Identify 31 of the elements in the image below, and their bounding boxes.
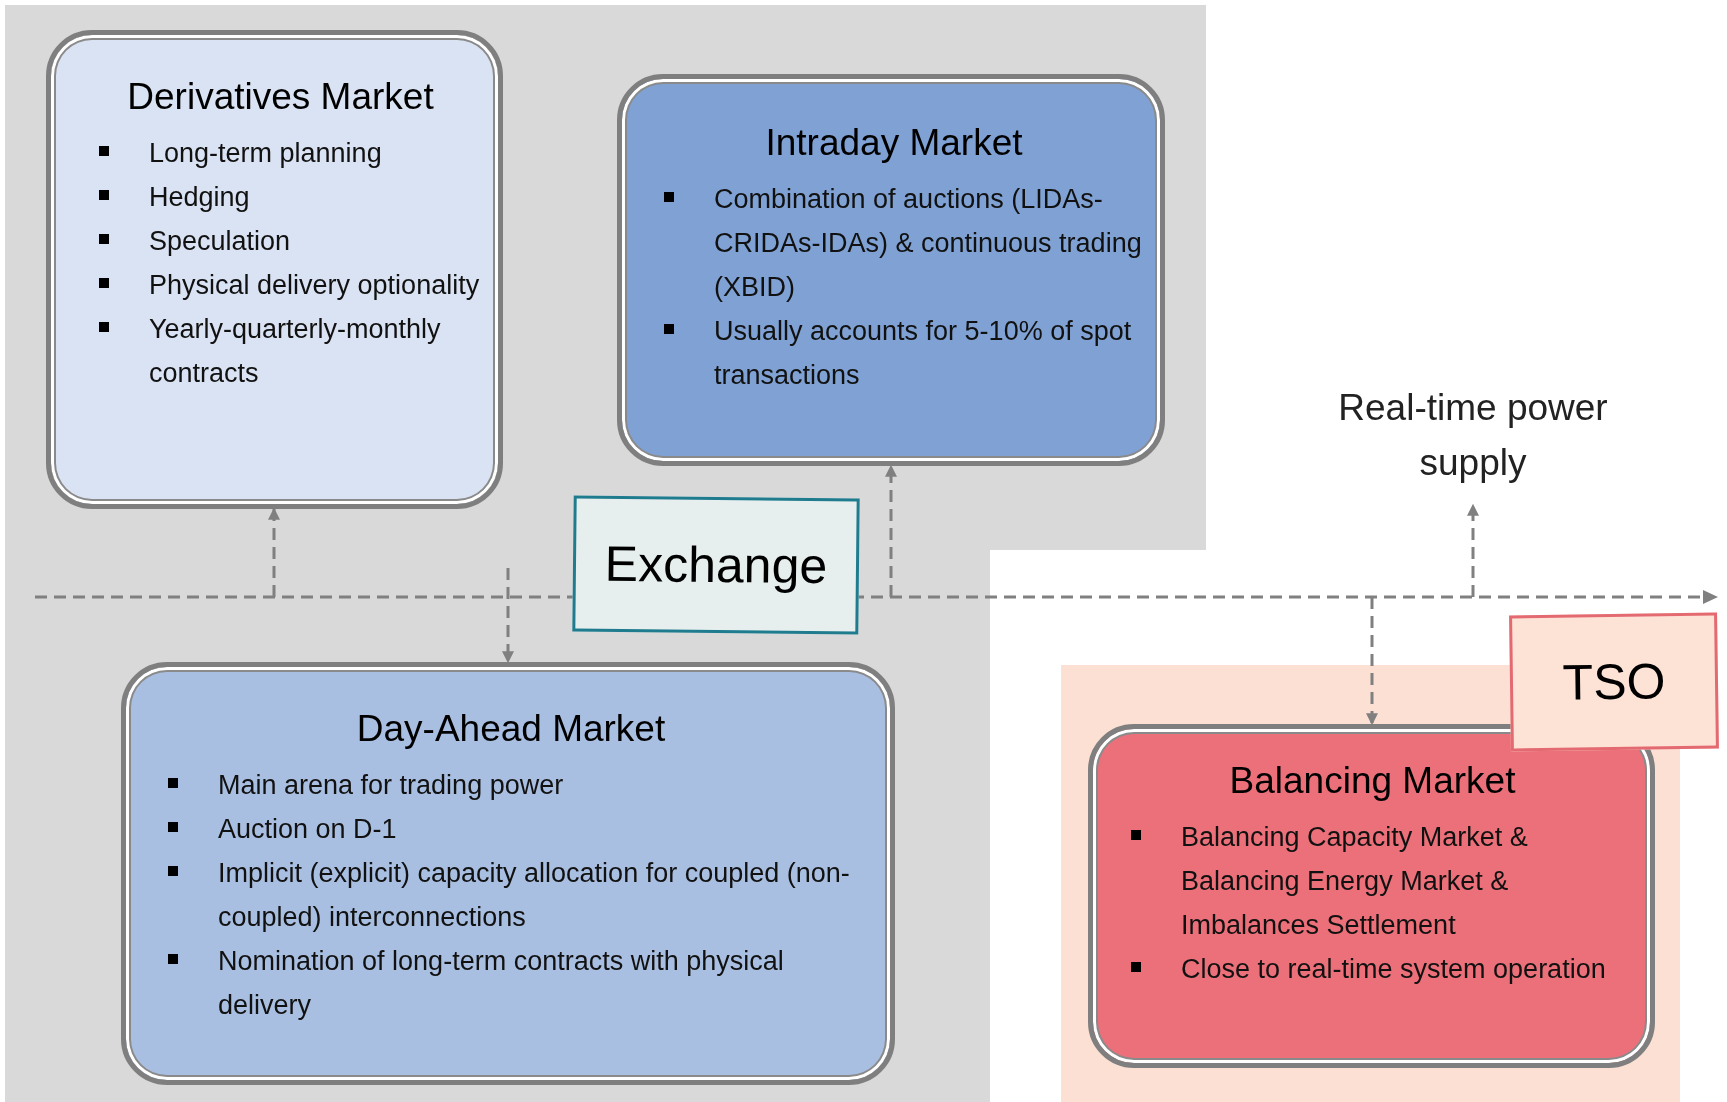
bullet-text: Auction on D-1 [218, 813, 397, 846]
dashed-arrow [502, 568, 514, 664]
market-title: Derivatives Market [126, 75, 435, 119]
bullet-text: Main arena for trading power [218, 769, 564, 802]
dashed-arrow [268, 507, 280, 597]
market-box [1088, 724, 1655, 1068]
bullet-text: Close to real-time system operation [1181, 953, 1606, 986]
market-title: Balancing Market [1228, 759, 1517, 803]
bullet-text: Balancing Capacity Market & Balancing Energy Market & Imbalances Settlement [1181, 821, 1529, 942]
bullet-text: Yearly-quarterly-monthly contracts [149, 313, 442, 390]
dashed-arrow [885, 464, 897, 597]
dashed-arrow [1366, 597, 1378, 726]
market-box [617, 74, 1165, 466]
market-title: Day-Ahead Market [355, 707, 667, 751]
bullet-text: Implicit (explicit) capacity allocation for coupled (non-coupled) interconnections [218, 857, 851, 934]
dashed-arrow [1467, 503, 1479, 597]
bullet-text: Nomination of long-term contracts with physical delivery [218, 945, 785, 1022]
timeline-end-label: Real-time power supply [1300, 380, 1646, 505]
label-tag [1509, 612, 1719, 752]
bullet-text: Combination of auctions (LIDAs-CRIDAs-IDAs) & continuous trading (XBID) [714, 183, 1143, 304]
tag-text: Exchange [604, 534, 828, 597]
market-box [46, 30, 503, 509]
market-title: Intraday Market [764, 121, 1024, 165]
tag-text: TSO [1562, 652, 1666, 713]
label-tag [572, 495, 860, 635]
bullet-text: Usually accounts for 5-10% of spot transactions [714, 315, 1133, 392]
bullet-text: Speculation [149, 225, 291, 258]
bullet-text: Physical delivery optionality [149, 269, 480, 302]
bullet-text: Hedging [149, 181, 250, 214]
market-box [121, 662, 895, 1085]
bullet-text: Long-term planning [149, 137, 382, 170]
